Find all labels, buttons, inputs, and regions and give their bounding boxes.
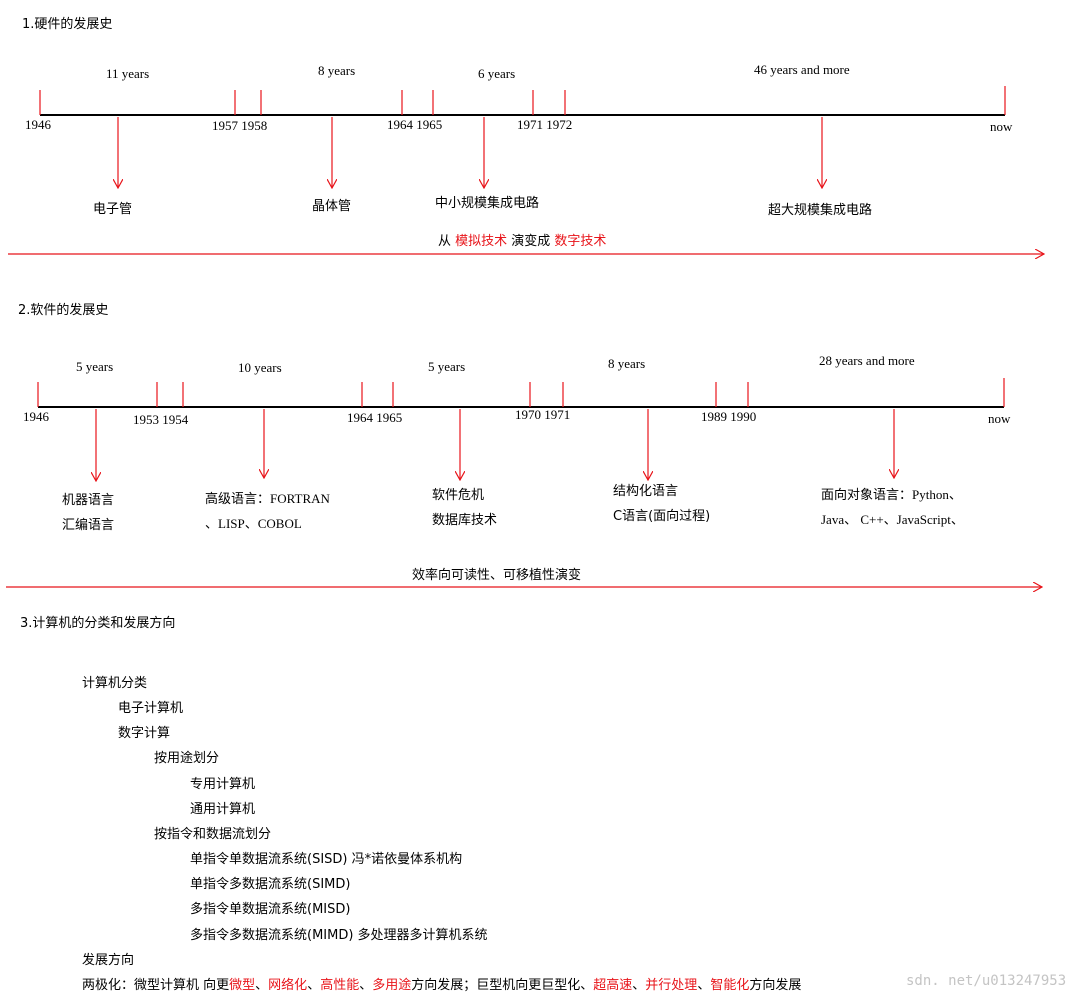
hardware-event-ic: 中小规模集成电路 (435, 196, 540, 211)
hardware-event-vacuum-tube: 电子管 (93, 202, 133, 217)
direction-part: 方向发展；巨型机向更巨型化、 (411, 978, 594, 993)
tree-item-sisd: 单指令单数据流系统(SISD) 冯*诺依曼体系机构 (190, 852, 463, 867)
caption-analog: 模拟技术 (455, 234, 508, 249)
caption-mid: 演变成 (507, 234, 555, 249)
software-span-2: 10 years (238, 360, 282, 375)
software-year-1946: 1946 (23, 409, 49, 424)
software-ticks (37, 378, 1005, 407)
hardware-year-now: now (990, 119, 1013, 134)
direction-part: 两极化：微型计算机 向更 (82, 978, 230, 993)
direction-part: 、 (697, 978, 711, 993)
direction-highlight: 多用途 (372, 978, 412, 993)
event-line: 软件危机 (432, 488, 485, 503)
software-year-1953-1954: 1953 1954 (133, 412, 189, 427)
software-caption: 效率向可读性、可移植性演变 (412, 568, 582, 583)
caption-prefix: 从 (438, 234, 456, 249)
event-line: 、LISP、COBOL (205, 516, 302, 531)
tree-item-simd: 单指令多数据流系统(SIMD) (190, 877, 351, 892)
software-span-5: 28 years and more (819, 353, 915, 368)
direction-highlight: 微型 (229, 978, 256, 993)
direction-part: 、 (359, 978, 373, 993)
software-event-machine-language: 机器语言 汇编语言 (62, 488, 114, 538)
software-year-1989-1990: 1989 1990 (701, 409, 757, 424)
event-line: C语言(面向过程) (613, 509, 711, 524)
hardware-event-vlsi: 超大规模集成电路 (768, 203, 873, 218)
tree-item-general-purpose: 通用计算机 (190, 802, 256, 817)
direction-part: 、 (307, 978, 321, 993)
software-span-4: 8 years (608, 356, 646, 371)
hardware-caption: 从 模拟技术 演变成 数字技术 (438, 230, 606, 249)
direction-text: 两极化：微型计算机 向更微型、网络化、高性能、多用途方向发展；巨型机向更巨型化、… (82, 974, 801, 993)
event-line: Java、 C++、JavaScript、 (821, 512, 964, 527)
caption-digital: 数字技术 (554, 234, 607, 249)
event-line: 结构化语言 (613, 484, 679, 499)
software-event-arrows (96, 409, 894, 481)
hardware-span-3: 6 years (478, 66, 516, 81)
event-line: 面向对象语言：Python、 (821, 487, 962, 502)
direction-part: 方向发展 (749, 978, 802, 993)
event-line: 数据库技术 (432, 513, 498, 528)
software-span-1: 5 years (76, 359, 114, 374)
direction-part: 、 (632, 978, 646, 993)
classification-heading: 3.计算机的分类和发展方向 (20, 616, 176, 631)
software-year-1964-1965: 1964 1965 (347, 410, 403, 425)
software-timeline (6, 378, 1042, 587)
direction-part: 、 (255, 978, 269, 993)
hardware-ticks (39, 86, 1006, 115)
tree-item-direction: 发展方向 (82, 953, 135, 968)
hardware-span-4: 46 years and more (754, 62, 850, 77)
direction-highlight: 智能化 (710, 978, 750, 993)
direction-highlight: 超高速 (593, 978, 633, 993)
event-line: 高级语言：FORTRAN (205, 491, 330, 506)
event-line: 机器语言 (62, 493, 115, 508)
software-span-3: 5 years (428, 359, 466, 374)
hardware-year-1957-1958: 1957 1958 (212, 118, 268, 133)
tree-item-by-instruction-data-stream: 按指令和数据流划分 (154, 827, 272, 842)
hardware-span-1: 11 years (106, 66, 150, 81)
software-heading: 2.软件的发展史 (18, 303, 109, 318)
hardware-event-transistor: 晶体管 (312, 199, 352, 214)
direction-highlight: 高性能 (320, 978, 360, 993)
software-event-software-crisis: 软件危机 数据库技术 (432, 483, 497, 533)
tree-item-mimd: 多指令多数据流系统(MIMD) 多处理器多计算机系统 (190, 928, 488, 943)
software-event-high-level-language: 高级语言：FORTRAN 、LISP、COBOL (205, 486, 330, 536)
tree-item-by-purpose: 按用途划分 (154, 751, 220, 766)
hardware-year-1971-1972: 1971 1972 (517, 117, 573, 132)
software-year-1970-1971: 1970 1971 (515, 407, 571, 422)
hardware-event-arrows (118, 117, 822, 188)
software-year-now: now (988, 411, 1011, 426)
hardware-year-1964-1965: 1964 1965 (387, 117, 443, 132)
direction-highlight: 并行处理 (645, 978, 698, 993)
tree-item-classification: 计算机分类 (82, 676, 148, 691)
hardware-timeline (8, 86, 1044, 254)
tree-item-special-purpose: 专用计算机 (190, 777, 256, 792)
watermark: sdn. net/u013247953 (906, 973, 1067, 989)
tree-item-digital-computing: 数字计算 (118, 726, 171, 741)
hardware-year-1946: 1946 (25, 117, 51, 132)
software-event-structured-language: 结构化语言 C语言(面向过程) (613, 479, 710, 529)
tree-item-misd: 多指令单数据流系统(MISD) (190, 902, 351, 917)
software-event-oop-language: 面向对象语言：Python、 Java、 C++、JavaScript、 (821, 482, 964, 532)
hardware-heading: 1.硬件的发展史 (22, 17, 113, 32)
hardware-span-2: 8 years (318, 63, 356, 78)
tree-item-electronic-computer: 电子计算机 (118, 701, 184, 716)
event-line: 汇编语言 (62, 518, 115, 533)
direction-highlight: 网络化 (268, 978, 308, 993)
